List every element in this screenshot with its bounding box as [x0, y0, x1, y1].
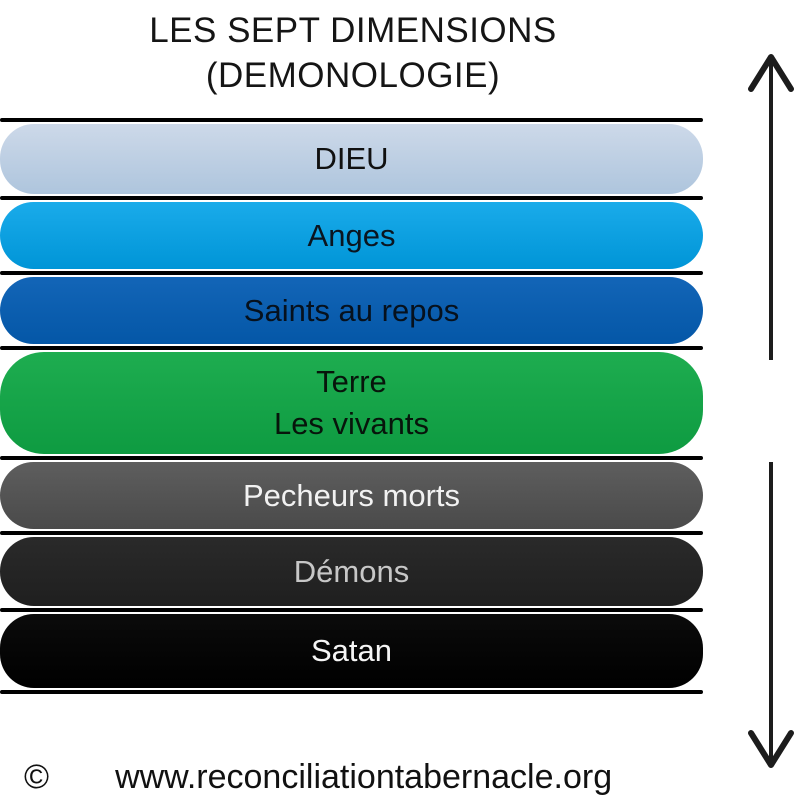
- level-bar-demons: Démons: [0, 537, 703, 606]
- dimension-stack: DIEU Anges Saints au repos Terre Les viv…: [0, 118, 703, 694]
- level-label-anges: Anges: [307, 217, 396, 253]
- level-label-pecheurs-morts: Pecheurs morts: [242, 477, 461, 513]
- level-label-demons: Démons: [293, 553, 410, 589]
- separator-line: [0, 118, 703, 122]
- level-label-terre: Terre: [316, 364, 387, 400]
- separator-line: [0, 456, 703, 460]
- level-bar-satan: Satan: [0, 614, 703, 688]
- level-bar-terre: Terre Les vivants: [0, 352, 703, 454]
- page-title-line1: LES SEPT DIMENSIONS: [149, 11, 557, 50]
- separator-line: [0, 271, 703, 275]
- footer: © www.reconciliationtabernacle.org: [0, 758, 809, 797]
- level-bar-dieu: DIEU: [0, 124, 703, 194]
- level-bar-pecheurs-morts: Pecheurs morts: [0, 462, 703, 529]
- down-arrow-icon: [742, 458, 800, 783]
- level-label-satan: Satan: [310, 633, 392, 669]
- page-title-line2: (DEMONOLOGIE): [205, 56, 501, 95]
- separator-line: [0, 531, 703, 535]
- website-url: www.reconciliationtabernacle.org: [115, 758, 613, 796]
- level-label-dieu: DIEU: [314, 141, 389, 177]
- separator-line: [0, 690, 703, 694]
- up-arrow-icon: [742, 48, 800, 369]
- level-bar-saints-au-repos: Saints au repos: [0, 277, 703, 344]
- page-title: LES SEPT DIMENSIONS (DEMONOLOGIE): [0, 8, 706, 98]
- level-label-saints-au-repos: Saints au repos: [243, 292, 460, 328]
- level-label-les-vivants: Les vivants: [273, 406, 430, 441]
- copyright-symbol: ©: [24, 758, 50, 796]
- separator-line: [0, 196, 703, 200]
- separator-line: [0, 608, 703, 612]
- level-bar-anges: Anges: [0, 202, 703, 269]
- separator-line: [0, 346, 703, 350]
